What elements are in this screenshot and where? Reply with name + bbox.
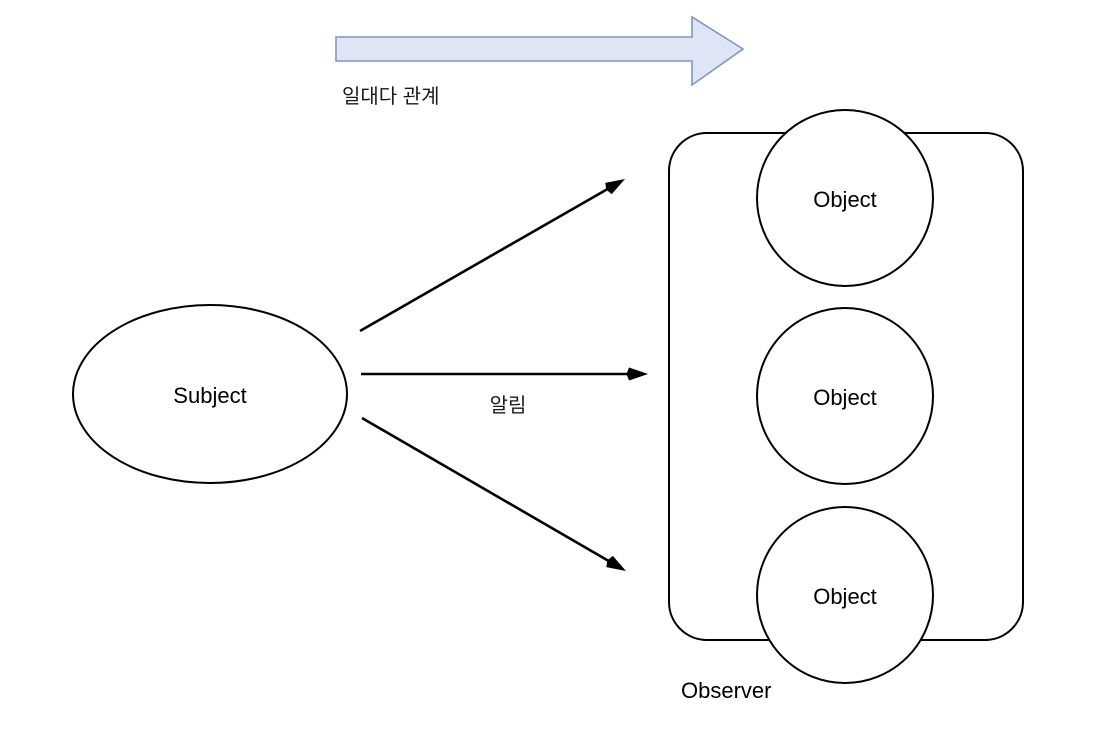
object-node-2[interactable]: Object: [756, 307, 934, 485]
connector-layer: [359, 179, 648, 571]
notify-arrow-top: [359, 179, 625, 333]
notify-arrow-middle-label: 알림: [490, 394, 527, 417]
object-label-3: Object: [813, 584, 877, 609]
notify-arrow-bottom: [361, 416, 626, 571]
notify-arrow-bottom-head-icon: [606, 555, 626, 571]
object-circle-2[interactable]: [756, 307, 934, 485]
object-circle-3[interactable]: [756, 506, 934, 684]
one-to-many-banner-arrow: [335, 15, 745, 87]
observer-group-label: Observer: [681, 678, 771, 703]
subject-node[interactable]: Subject: [72, 304, 348, 484]
notify-arrow-bottom-line: [361, 416, 615, 566]
object-label-1: Object: [813, 187, 877, 212]
object-label-2: Object: [813, 385, 877, 410]
object-node-1[interactable]: Object: [756, 109, 934, 287]
banner-caption-label: 일대다 관계: [342, 85, 440, 108]
notify-arrow-middle-head-icon: [626, 367, 648, 381]
notify-arrow-top-line: [359, 184, 614, 333]
object-circle-1[interactable]: [756, 109, 934, 287]
edge-label-layer: 알림: [490, 394, 527, 417]
notify-arrow-middle: [361, 367, 648, 381]
subject-label: Subject: [173, 383, 246, 408]
notify-arrow-top-head-icon: [605, 179, 625, 195]
subject-ellipse[interactable]: [72, 304, 348, 484]
object-node-3[interactable]: Object: [756, 506, 934, 684]
banner-arrow-shape: [335, 15, 745, 87]
